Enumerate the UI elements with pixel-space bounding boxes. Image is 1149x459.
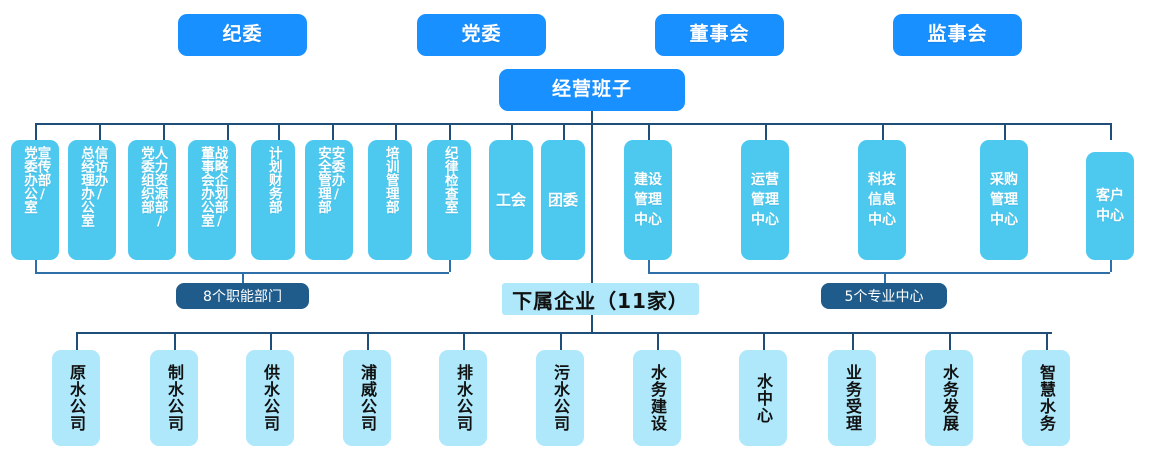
- connector-drop-company-1: [76, 332, 78, 350]
- dept-box-7-line1: 培训管理部: [382, 146, 399, 214]
- center-box-4-line1: 采购: [990, 171, 1018, 188]
- connector-drop-center-1: [648, 123, 650, 140]
- connector-drop-dept-1: [35, 123, 37, 140]
- connector-drop-company-10: [949, 332, 951, 350]
- dept-box-2-line1: 信访办/: [91, 146, 108, 203]
- dept-box-2[interactable]: 信访办/ 总经理办公室: [68, 140, 116, 260]
- dept-box-1-line2: 党委办公室: [21, 146, 37, 214]
- company-box-2[interactable]: 制水公司: [150, 350, 198, 446]
- connector-drop-dept-5: [278, 123, 280, 140]
- dept-box-3-line2: 党委组织部: [138, 146, 154, 214]
- connector-drop-company-2: [174, 332, 176, 350]
- company-box-3[interactable]: 供水公司: [246, 350, 294, 446]
- union-box-gonghui[interactable]: 工会: [489, 140, 533, 260]
- dept-box-4[interactable]: 战略企划部/ 董事会办公室: [188, 140, 236, 260]
- dept-box-5[interactable]: 计划财务部: [251, 140, 295, 260]
- center-box-5[interactable]: 客户 中心: [1086, 152, 1134, 260]
- company-box-1[interactable]: 原水公司: [52, 350, 100, 446]
- connector-bus-right: [591, 123, 1111, 125]
- dept-box-1[interactable]: 宣传部/ 党委办公室: [11, 140, 59, 260]
- connector-bus-left: [35, 123, 596, 125]
- center-box-3-line3: 中心: [868, 212, 896, 229]
- center-box-2-line1: 运营: [751, 171, 779, 188]
- company-box-5[interactable]: 排水公司: [439, 350, 487, 446]
- dept-box-6[interactable]: 安委办/ 安全管理部: [305, 140, 353, 260]
- connector-drop-center-4: [1004, 123, 1006, 140]
- connector-drop-company-9: [852, 332, 854, 350]
- center-box-5-line2: 中心: [1096, 208, 1124, 224]
- dept-box-3[interactable]: 人力资源部/ 党委组织部: [128, 140, 176, 260]
- connector-drop-company-8: [763, 332, 765, 350]
- center-box-5-line1: 客户: [1096, 187, 1124, 204]
- center-box-1-line1: 建设: [634, 171, 662, 188]
- company-box-9[interactable]: 业务受理: [828, 350, 876, 446]
- connector-drop-company-4: [367, 332, 369, 350]
- connector-subsidiaries-bus: [76, 332, 1052, 334]
- bracket-dept-left-stub: [35, 260, 37, 272]
- dept-box-8[interactable]: 纪律检查室: [427, 140, 471, 260]
- center-box-2-line3: 中心: [751, 212, 779, 229]
- dept-box-3-line1: 人力资源部/: [151, 146, 168, 230]
- caption-subsidiaries[interactable]: 下属企业（11家）: [502, 283, 699, 315]
- bracket-center-span: [648, 272, 1110, 274]
- bracket-dept-down: [242, 272, 244, 283]
- top-box-dongshihui[interactable]: 董事会: [655, 14, 784, 56]
- caption-centers[interactable]: 5个专业中心: [821, 283, 947, 309]
- company-box-11[interactable]: 智慧水务: [1022, 350, 1070, 446]
- dept-box-6-line1: 安委办/: [328, 146, 345, 203]
- company-box-8[interactable]: 水中心: [739, 350, 787, 446]
- center-box-1[interactable]: 建设 管理 中心: [624, 140, 672, 260]
- company-box-6[interactable]: 污水公司: [536, 350, 584, 446]
- center-box-4[interactable]: 采购 管理 中心: [980, 140, 1028, 260]
- top-box-jianshihui[interactable]: 监事会: [893, 14, 1022, 56]
- bracket-center-left-stub: [648, 260, 650, 272]
- center-box-2[interactable]: 运营 管理 中心: [741, 140, 789, 260]
- connector-drop-company-7: [657, 332, 659, 350]
- connector-drop-dept-8: [449, 123, 451, 140]
- dept-box-6-line2: 安全管理部: [315, 146, 331, 214]
- center-box-1-line2: 管理: [634, 191, 662, 208]
- center-box-1-line3: 中心: [634, 212, 662, 229]
- bracket-center-down: [884, 272, 886, 283]
- connector-subsidiaries-down: [591, 315, 593, 332]
- connector-drop-dept-2: [99, 123, 101, 140]
- connector-drop-company-3: [270, 332, 272, 350]
- dept-box-1-line1: 宣传部/: [34, 146, 51, 203]
- bracket-dept-right-stub: [449, 260, 451, 272]
- connector-drop-dept-3: [163, 123, 165, 140]
- company-box-4[interactable]: 浦威公司: [343, 350, 391, 446]
- dept-box-2-line2: 总经理办公室: [78, 146, 94, 227]
- dept-box-5-line1: 计划财务部: [265, 146, 282, 214]
- connector-drop-company-11: [1046, 332, 1048, 350]
- connector-drop-company-6: [560, 332, 562, 350]
- connector-drop-dept-4: [227, 123, 229, 140]
- dept-box-8-line1: 纪律检查室: [441, 146, 458, 214]
- center-box-4-line3: 中心: [990, 212, 1018, 229]
- top-box-dangwei[interactable]: 党委: [417, 14, 546, 56]
- company-box-7[interactable]: 水务建设: [633, 350, 681, 446]
- top-box-jiwei[interactable]: 纪委: [178, 14, 307, 56]
- connector-exec-to-subsidiaries: [591, 111, 593, 283]
- center-box-4-line2: 管理: [990, 191, 1018, 208]
- connector-drop-union-2: [563, 123, 565, 140]
- connector-drop-dept-7: [395, 123, 397, 140]
- connector-drop-center-3: [882, 123, 884, 140]
- center-box-2-line2: 管理: [751, 191, 779, 208]
- center-box-3[interactable]: 科技 信息 中心: [858, 140, 906, 260]
- company-box-10[interactable]: 水务发展: [925, 350, 973, 446]
- caption-departments[interactable]: 8个职能部门: [176, 283, 309, 309]
- union-box-tuanwei[interactable]: 团委: [541, 140, 585, 260]
- bracket-center-right-stub: [1110, 260, 1112, 272]
- dept-box-4-line2: 董事会办公室: [198, 146, 214, 227]
- center-box-3-line1: 科技: [868, 171, 896, 188]
- dept-box-7[interactable]: 培训管理部: [368, 140, 412, 260]
- connector-drop-dept-6: [332, 123, 334, 140]
- connector-drop-center-5: [1110, 123, 1112, 140]
- executive-box[interactable]: 经营班子: [499, 69, 685, 111]
- center-box-3-line2: 信息: [868, 191, 896, 208]
- dept-box-4-line1: 战略企划部/: [211, 146, 228, 230]
- connector-drop-company-5: [463, 332, 465, 350]
- connector-drop-union-1: [511, 123, 513, 140]
- connector-drop-center-2: [765, 123, 767, 140]
